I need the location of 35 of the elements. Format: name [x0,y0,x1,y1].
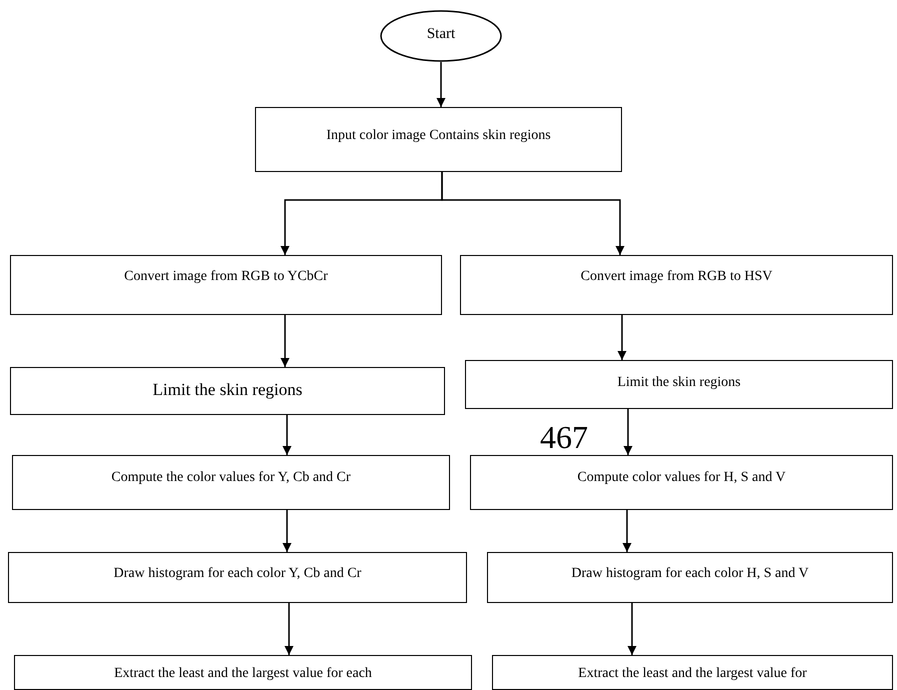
arrow [624,409,632,455]
step-text: Extract the least and the largest value for each [114,666,372,683]
arrow [622,510,632,552]
step-text: Compute color values for H, S and V [577,470,786,487]
process-box [255,107,622,172]
step-text: Input color image Contains skin regions [326,128,551,145]
process-box [8,552,467,603]
step-text: Convert image from RGB to HSV [580,269,772,286]
arrow [282,415,292,455]
process-box [465,360,893,409]
arrow [280,315,290,367]
step-text: Compute the color values for Y, Cb and Cr [111,470,351,487]
process-box [14,655,472,690]
process-box [487,552,893,603]
process-box [10,367,445,415]
arrow [436,62,446,107]
process-box [460,255,893,315]
step-text: Convert image from RGB to YCbCr [124,269,328,286]
arrow [618,315,626,360]
step-text: Draw histogram for each color Y, Cb and Cr [114,566,362,583]
step-text: Extract the least and the largest value for [578,666,807,683]
arrow [282,510,292,552]
arrow [628,603,636,655]
process-box [492,655,893,690]
process-box [10,255,442,315]
step-text: Start [426,25,456,43]
arrow [441,172,624,255]
process-box [12,455,450,510]
process-box [470,455,893,510]
start-terminal [380,10,502,62]
step-text: Limit the skin regions [617,375,741,392]
arrow [284,603,294,655]
step-text: Draw histogram for each color H, S and V [571,566,809,583]
step-text: Limit the skin regions [152,380,302,400]
page-number: 467 [540,421,588,453]
